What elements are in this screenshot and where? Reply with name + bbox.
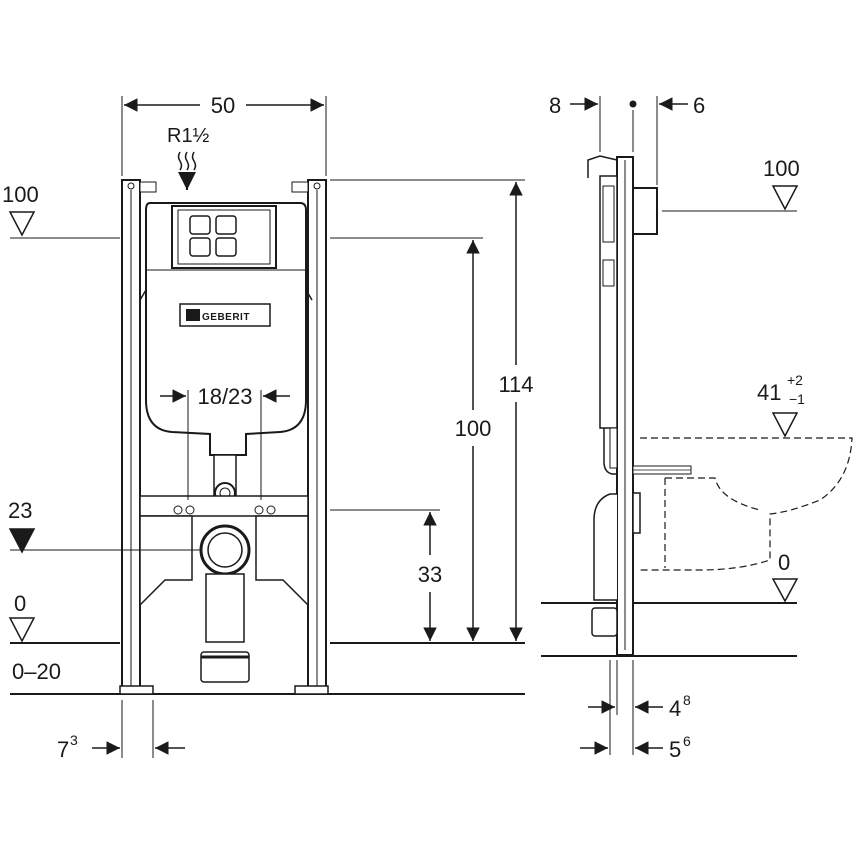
brand-label: GEBERIT (202, 312, 250, 323)
width-value: 50 (211, 93, 235, 118)
bowl-base-label: 41 (757, 380, 781, 405)
leg-b-sup-label: 6 (683, 733, 691, 749)
depth-right-label: 6 (693, 93, 705, 118)
dim-legs-bottom (580, 660, 663, 755)
flush-pipe (213, 454, 237, 504)
level-marker-0 (8, 617, 36, 643)
pipe-thread-label: R1½ (167, 125, 210, 147)
leg-a-sup-label: 8 (683, 692, 691, 708)
dim-depth-top (570, 96, 688, 185)
drain-connection (139, 515, 309, 683)
bowl-tol-minus-label: −1 (789, 391, 805, 407)
dim-width (121, 96, 327, 176)
depth-left-label: 8 (549, 93, 561, 118)
side-frame (587, 155, 692, 656)
cistern: GEBERIT (139, 202, 313, 456)
bowl-level-marker (771, 412, 799, 438)
dim-spacing (160, 389, 290, 500)
height-total-value: 114 (498, 372, 533, 397)
level-23-label: 23 (8, 498, 32, 523)
spacing-value: 18/23 (197, 384, 252, 409)
side-level-marker-100 (662, 185, 799, 212)
foot-sup-label: 3 (70, 732, 78, 748)
side-level-0-label: 0 (778, 550, 790, 575)
level-marker-100 (8, 211, 120, 239)
side-view: 100 41 +2 −1 0 8 6 (541, 93, 853, 762)
floor-range-label: 0–20 (12, 659, 61, 684)
foot-base-label: 7 (57, 737, 69, 762)
side-level-100-label: 100 (763, 156, 800, 181)
wc-bowl-outline (640, 437, 853, 571)
cross-rail (139, 495, 309, 517)
level-100-label: 100 (2, 182, 39, 207)
height-100-value: 100 (455, 416, 492, 441)
bowl-tol-plus-label: +2 (787, 372, 803, 388)
dim-heights (330, 179, 525, 641)
frame-uprights (119, 179, 329, 695)
dim-foot (92, 700, 185, 758)
height-33-value: 33 (418, 562, 442, 587)
water-inlet-icon (177, 151, 197, 190)
level-marker-23 (8, 528, 200, 554)
leg-a-base-label: 4 (669, 696, 681, 721)
front-view: GEBERIT (2, 93, 534, 762)
side-level-marker-0 (771, 578, 799, 603)
leg-b-base-label: 5 (669, 737, 681, 762)
level-0-label: 0 (14, 591, 26, 616)
